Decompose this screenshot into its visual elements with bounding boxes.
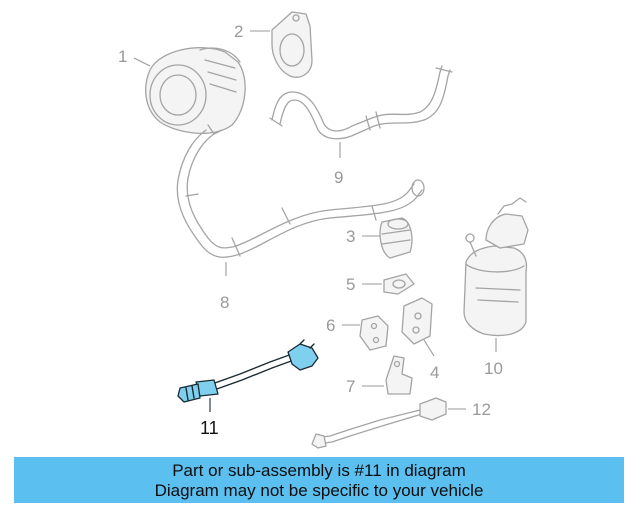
callout-5[interactable]: 5 [346,275,355,294]
part-9-hose[interactable] [269,65,453,140]
part-10-canister[interactable] [463,197,529,337]
parts-diagram: 1 2 9 8 3 5 4 [118,11,529,449]
callout-6[interactable]: 6 [326,316,335,335]
callout-11[interactable]: 11 [200,418,219,438]
part-12-oxygen-sensor[interactable] [311,397,447,449]
part-7-bracket[interactable] [385,355,413,395]
callout-2[interactable]: 2 [234,22,243,41]
callout-9[interactable]: 9 [334,168,343,187]
part-6-plate[interactable] [359,315,389,351]
banner-line-disclaimer: Diagram may not be specific to your vehi… [154,481,484,500]
callout-1[interactable]: 1 [118,47,127,66]
leader-1 [133,57,151,67]
callout-8[interactable]: 8 [220,293,229,312]
leader-4 [423,339,435,357]
part-3-connector[interactable] [379,217,413,259]
banner-line-part-info: Part or sub-assembly is #11 in diagram [172,461,466,480]
part-4-bracket[interactable] [401,297,433,345]
part-11-oxygen-sensor[interactable] [177,339,319,403]
callout-7[interactable]: 7 [346,377,355,396]
callout-4[interactable]: 4 [430,363,439,382]
part-5-gasket[interactable] [383,273,415,295]
info-banner: Part or sub-assembly is #11 in diagram D… [14,457,624,503]
part-2-bracket[interactable] [271,11,313,78]
part-8-pipe[interactable] [176,129,425,258]
callout-10[interactable]: 10 [484,359,503,378]
callout-12[interactable]: 12 [472,400,491,419]
part-1-air-pump[interactable] [145,47,246,135]
callout-3[interactable]: 3 [346,227,355,246]
